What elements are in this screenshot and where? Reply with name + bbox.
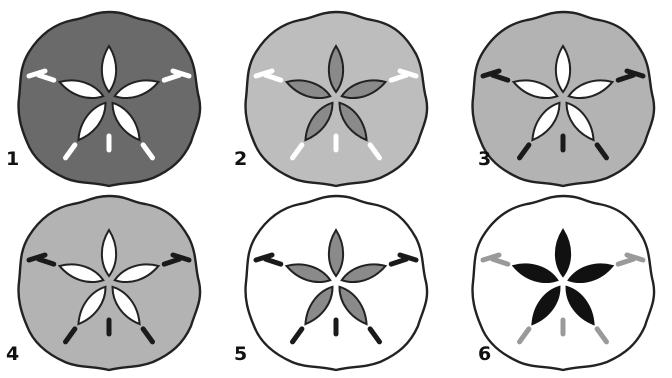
tile-number-label: 1 bbox=[6, 148, 19, 170]
sand-dollar-body bbox=[472, 196, 654, 370]
tile-number-label: 4 bbox=[6, 343, 19, 365]
sand-dollar-2 bbox=[245, 12, 427, 186]
sand-dollar-1 bbox=[18, 12, 200, 186]
tile-number-label: 3 bbox=[478, 148, 491, 170]
tile-number-label: 6 bbox=[478, 343, 491, 365]
sand-dollar-body bbox=[472, 12, 654, 186]
sand-dollar-6 bbox=[472, 196, 654, 370]
tile-number-label: 2 bbox=[234, 148, 247, 170]
sand-dollar-body bbox=[245, 196, 427, 370]
sand-dollar-5 bbox=[245, 196, 427, 370]
sand-dollar-4 bbox=[18, 196, 200, 370]
sand-dollar-body bbox=[245, 12, 427, 186]
sand-dollar-3 bbox=[472, 12, 654, 186]
tile-number-label: 5 bbox=[234, 343, 247, 365]
sand-dollar-body bbox=[18, 12, 200, 186]
sand-dollar-body bbox=[18, 196, 200, 370]
